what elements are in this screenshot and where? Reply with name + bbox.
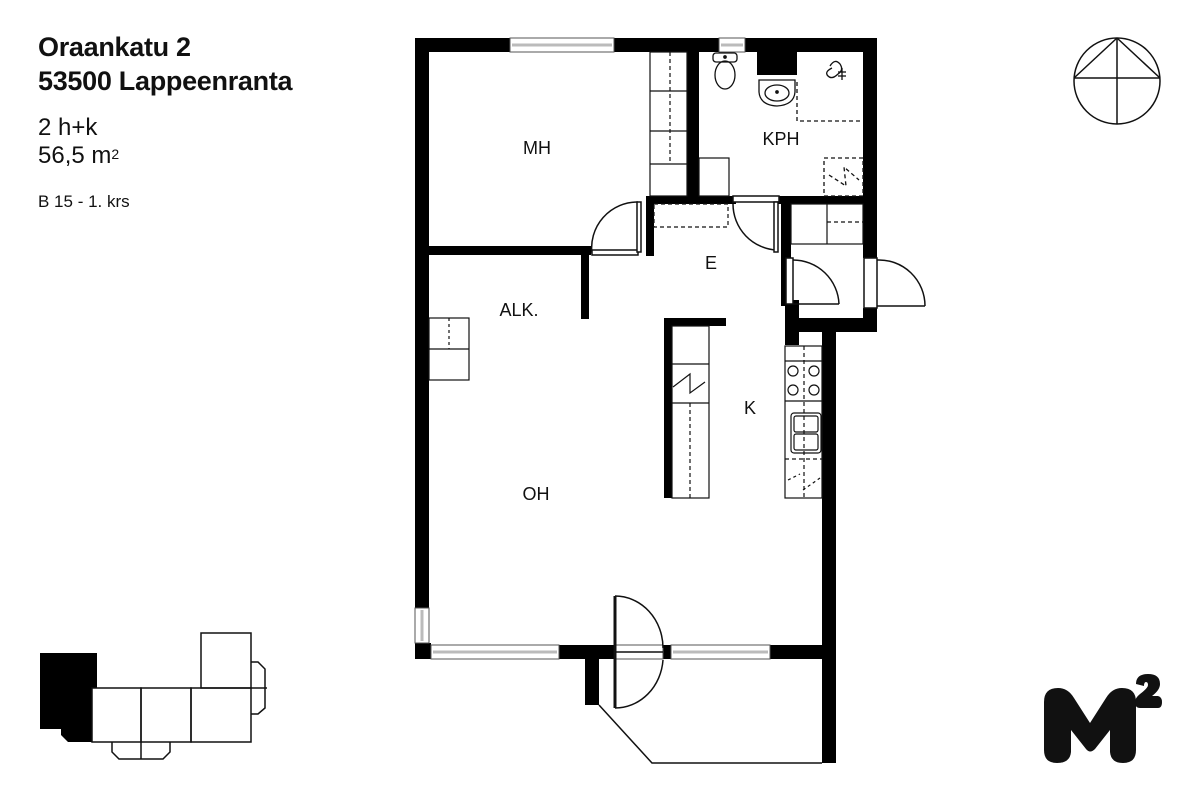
- kitchen-sink-icon: [790, 412, 822, 454]
- bathroom-fixtures: [712, 52, 864, 197]
- room-label-mh: MH: [523, 138, 551, 158]
- alk-storage: [428, 317, 470, 381]
- building-key-plan: [40, 632, 267, 760]
- room-label-k: K: [744, 398, 756, 418]
- postal-city: 53500 Lappeenranta: [38, 66, 293, 96]
- windows: [414, 37, 771, 660]
- room-label-e: E: [705, 253, 717, 273]
- doors: [590, 195, 926, 709]
- sink-icon: [758, 79, 796, 107]
- walls: [415, 38, 877, 763]
- washer-spot: [823, 157, 864, 197]
- room-type: 2 h+k: [38, 114, 98, 141]
- fridge-icon: [672, 372, 706, 395]
- wardrobe-mh: [649, 51, 730, 197]
- m2-logo-icon: [1044, 674, 1162, 763]
- room-label-oh: OH: [523, 484, 550, 504]
- listing-info: Oraankatu 2 53500 Lappeenranta 2 h+k 56,…: [38, 30, 293, 212]
- key-plan-highlight-unit: [40, 653, 97, 742]
- room-label-alk: ALK.: [499, 300, 538, 320]
- balcony-outline: [598, 704, 822, 764]
- area: 56,5 m2: [38, 142, 292, 170]
- kitchen-island: [671, 325, 710, 499]
- stove-burner-icon: [787, 365, 799, 377]
- unit-floor: B 15 - 1. krs: [38, 192, 130, 211]
- area-unit-sup: 2: [111, 146, 120, 162]
- north-arrow-icon: [1073, 37, 1161, 125]
- toilet-icon: [712, 52, 738, 63]
- kitchen-counter: [784, 345, 823, 499]
- shower-icon: [826, 60, 843, 79]
- area-value: 56,5 m: [38, 142, 112, 169]
- hallway-storage: [653, 203, 864, 245]
- street-address: Oraankatu 2: [38, 32, 191, 62]
- room-label-kph: KPH: [762, 129, 799, 149]
